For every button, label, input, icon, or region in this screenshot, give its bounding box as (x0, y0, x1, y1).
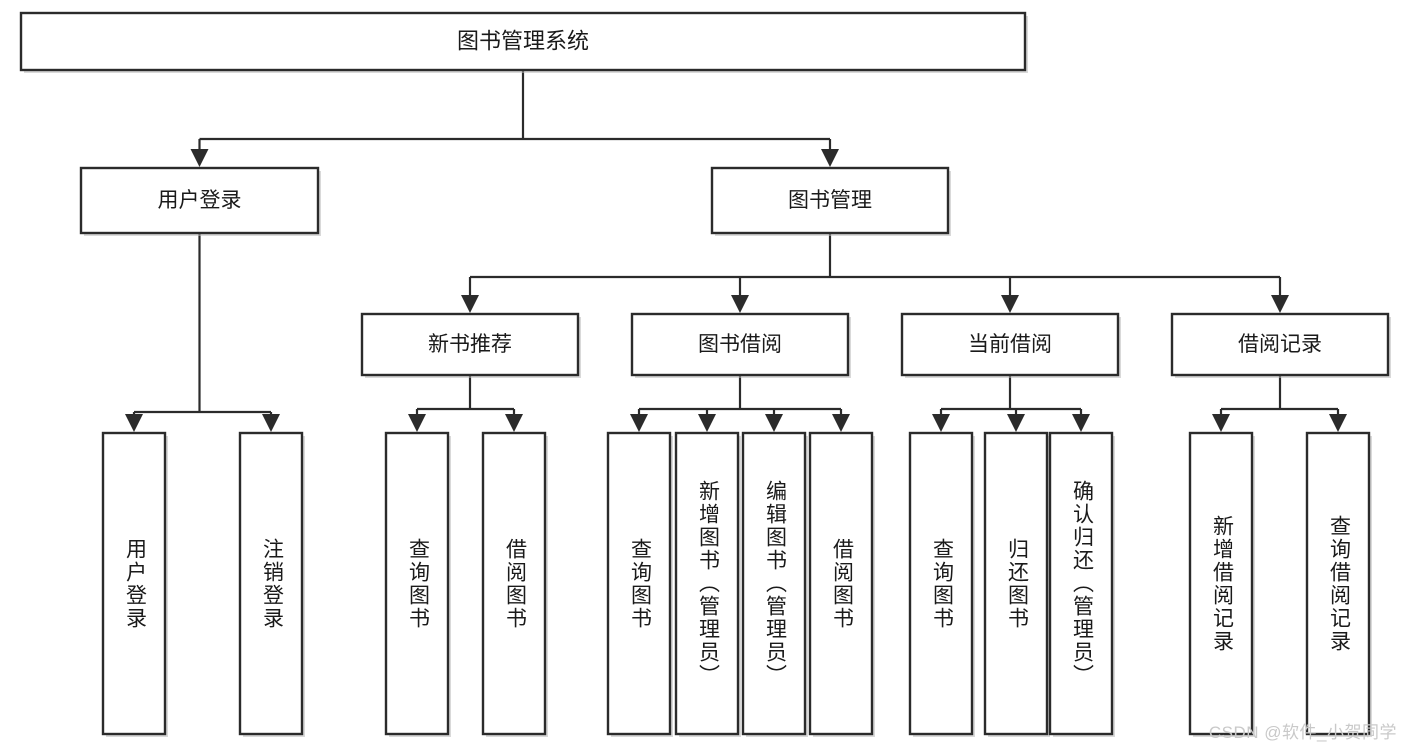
node-box-borrow-record[interactable] (1170, 312, 1390, 377)
node-box-current-borrow[interactable] (900, 312, 1120, 377)
arrow-head-icon (1329, 414, 1347, 432)
connector-group-book-borrow (630, 375, 850, 432)
node-box-leaf-query-book-current[interactable] (908, 431, 974, 736)
node-box-leaf-add-book-admin[interactable] (674, 431, 740, 736)
node-box-leaf-borrow-book-recommend[interactable] (481, 431, 547, 736)
arrow-head-icon (1072, 414, 1090, 432)
arrow-head-icon (630, 414, 648, 432)
node-box-leaf-user-logout[interactable] (238, 431, 304, 736)
node-box-leaf-query-book-recommend[interactable] (384, 431, 450, 736)
connector-group-root (190, 70, 839, 167)
arrow-head-icon (125, 414, 143, 432)
arrow-head-icon (190, 149, 209, 167)
arrow-head-icon (698, 414, 716, 432)
node-box-leaf-edit-book-admin[interactable] (741, 431, 807, 736)
node-label-book-borrow: 图书借阅 (698, 333, 782, 356)
node-box-book-manage[interactable] (710, 166, 950, 235)
node-box-book-borrow[interactable] (630, 312, 850, 377)
node-label-book-manage: 图书管理 (788, 189, 872, 212)
watermark-text: CSDN @软件_小贺同学 (1208, 723, 1397, 742)
arrow-head-icon (1271, 295, 1289, 313)
node-box-leaf-borrow-book[interactable] (808, 431, 874, 736)
arrow-head-icon (821, 149, 839, 167)
arrow-head-icon (461, 295, 479, 313)
arrow-head-icon (932, 414, 950, 432)
arrow-head-icon (1001, 295, 1019, 313)
arrow-head-icon (765, 414, 783, 432)
connector-group-borrow-record (1212, 375, 1347, 432)
node-box-leaf-return-book[interactable] (983, 431, 1049, 736)
connector-group-user-login (125, 233, 280, 432)
node-label-current-borrow: 当前借阅 (968, 333, 1052, 356)
arrow-head-icon (1007, 414, 1025, 432)
node-box-leaf-query-borrow-record[interactable] (1305, 431, 1371, 736)
node-box-leaf-confirm-return-admin[interactable] (1048, 431, 1114, 736)
node-box-user-login[interactable] (79, 166, 320, 235)
node-box-layer (19, 11, 1391, 737)
node-label-new-book-recommend: 新书推荐 (428, 333, 512, 356)
arrow-head-icon (505, 414, 523, 432)
arrow-head-icon (408, 414, 426, 432)
arrow-head-icon (731, 295, 749, 313)
connector-group-book-manage (461, 233, 1289, 313)
connector-group-current-borrow (932, 375, 1090, 432)
node-box-root[interactable] (19, 11, 1027, 72)
node-label-root: 图书管理系统 (457, 28, 589, 53)
node-box-leaf-query-book-borrow[interactable] (606, 431, 672, 736)
arrow-head-icon (1212, 414, 1230, 432)
node-label-user-login: 用户登录 (158, 189, 242, 212)
node-box-new-book-recommend[interactable] (360, 312, 580, 377)
connector-layer (125, 70, 1347, 432)
node-label-borrow-record: 借阅记录 (1238, 333, 1322, 356)
connector-group-new-book-recommend (408, 375, 523, 432)
arrow-head-icon (262, 414, 280, 432)
node-box-leaf-user-login[interactable] (101, 431, 167, 736)
arrow-head-icon (832, 414, 850, 432)
node-box-leaf-add-borrow-record[interactable] (1188, 431, 1254, 736)
